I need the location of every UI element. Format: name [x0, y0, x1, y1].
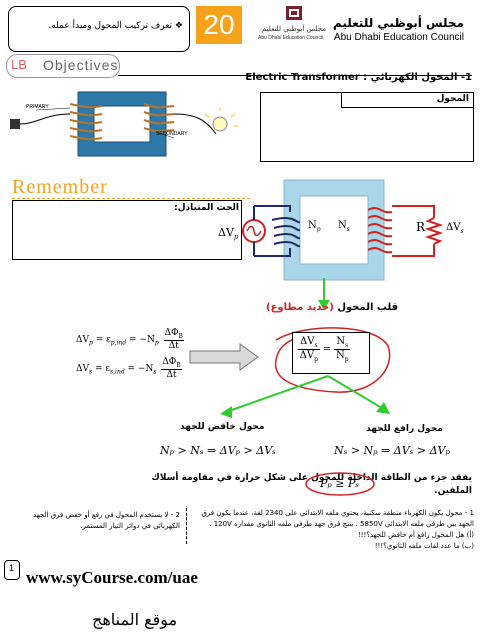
transformer-circuit: [242, 179, 444, 281]
definition-label: المحول: [436, 94, 469, 104]
question-1-part-b: (ب) ما عدد لفات ملفه الثانوي؟!!!: [374, 542, 474, 550]
core-label-detail: (حديد مطاوع): [266, 302, 334, 313]
page-number-box: 1: [4, 560, 20, 580]
page-number: 1: [9, 563, 15, 573]
objectives-lb: LB: [11, 57, 27, 72]
primary-label: PRIMARY: [26, 104, 49, 110]
question-2: 2 - لا يستخدم المحول في رفع أو خفض فرق ا…: [33, 511, 180, 530]
power-formula: Pₚ ≥ Pₛ: [320, 477, 360, 490]
remember-title: Remember: [12, 176, 108, 198]
secondary-label: SECONDARY: [156, 131, 188, 137]
equation-primary: ΔVp = εp,ind = −Np ΔΦB Δt: [76, 328, 184, 351]
plug-icon: [10, 119, 20, 129]
lesson-number-badge: 20: [196, 6, 242, 44]
objectives-label: Objectives: [43, 57, 119, 73]
step-down-formula: Nₚ > Nₛ ⇒ ΔVₚ > ΔVₛ: [160, 444, 276, 457]
objectives-banner: LB Objectives: [6, 54, 120, 78]
circuit-r: R: [416, 220, 426, 234]
step-down-label: محول خافض للجهد: [180, 422, 265, 432]
council-name-en: Abu Dhabi Education Council: [333, 32, 464, 43]
council-emblem-icon: [286, 6, 302, 20]
objective-text: ❖ تعرف تركيب المحول ومبدأ عمله.: [48, 21, 183, 31]
core-arrow: [318, 278, 330, 310]
core-label: قلب المحول (حديد مطاوع): [266, 302, 398, 313]
step-up-label: محول رافع للجهد: [366, 424, 443, 434]
question-1: 1 - محول يكون الكهرباء منطقة سكنية، يحتو…: [192, 508, 474, 552]
section1-title: 1- المحول الكهربائي : Electric Transform…: [245, 72, 472, 83]
bulb-icon: [212, 116, 228, 132]
circuit-np: Np: [308, 220, 321, 233]
ratio-box: [292, 332, 370, 374]
definition-header: المحول: [341, 93, 473, 108]
ratio-highlight: [274, 327, 391, 393]
core-label-text: قلب المحول: [337, 302, 399, 313]
question-1-part-a: (أ) هل المحول رافع أم خافض للجهد؟!!!: [357, 531, 474, 539]
mutual-induction-label: الحث المتبادل:: [174, 203, 239, 213]
objectives-rule: [118, 75, 472, 76]
logo-text-en: Abu Dhabi Education Council: [258, 35, 324, 41]
derivation-arrow: [189, 343, 259, 371]
question-divider: [186, 508, 187, 544]
council-logo: مجلس أبوظبي للتعليم Abu Dhabi Education …: [258, 4, 328, 48]
transformer-illustration: [10, 91, 238, 157]
objective-box: ❖ تعرف تركيب المحول ومبدأ عمله.: [8, 6, 190, 52]
circuit-dvs: ΔVs: [446, 222, 464, 235]
footer-url[interactable]: www.syCourse.com/uae: [26, 568, 198, 587]
resistor-icon: [424, 217, 444, 245]
step-up-formula: Nₛ > Nₚ ⇒ ΔVₛ > ΔVₚ: [334, 444, 450, 457]
question-1-text: 1 - محول يكون الكهرباء منطقة سكنية، يحتو…: [201, 509, 474, 528]
branch-arrows: [220, 375, 390, 418]
equation-secondary: ΔVs = εs,ind = −Ns ΔΦB Δt: [76, 357, 182, 380]
remember-rule: [12, 198, 250, 199]
circuit-ns: Ns: [338, 220, 350, 233]
circuit-dvp: ΔVp: [218, 226, 239, 242]
definition-box: المحول: [260, 92, 474, 162]
logo-text-ar: مجلس أبوظبي للتعليم: [261, 25, 326, 33]
power-highlight: [305, 472, 375, 496]
ratio-formula: ΔVs ΔVp = Ns Np: [298, 336, 351, 363]
council-name-ar: مجلس أبوظبي للتعليم: [332, 16, 464, 30]
footer-site-name: موقع المناهج: [92, 610, 178, 629]
mutual-induction-box: الحث المتبادل:: [12, 200, 242, 260]
energy-loss-text: يفقد جزء من الطاقة الداخلة للمحول على شك…: [151, 473, 473, 496]
lesson-number: 20: [203, 9, 235, 40]
